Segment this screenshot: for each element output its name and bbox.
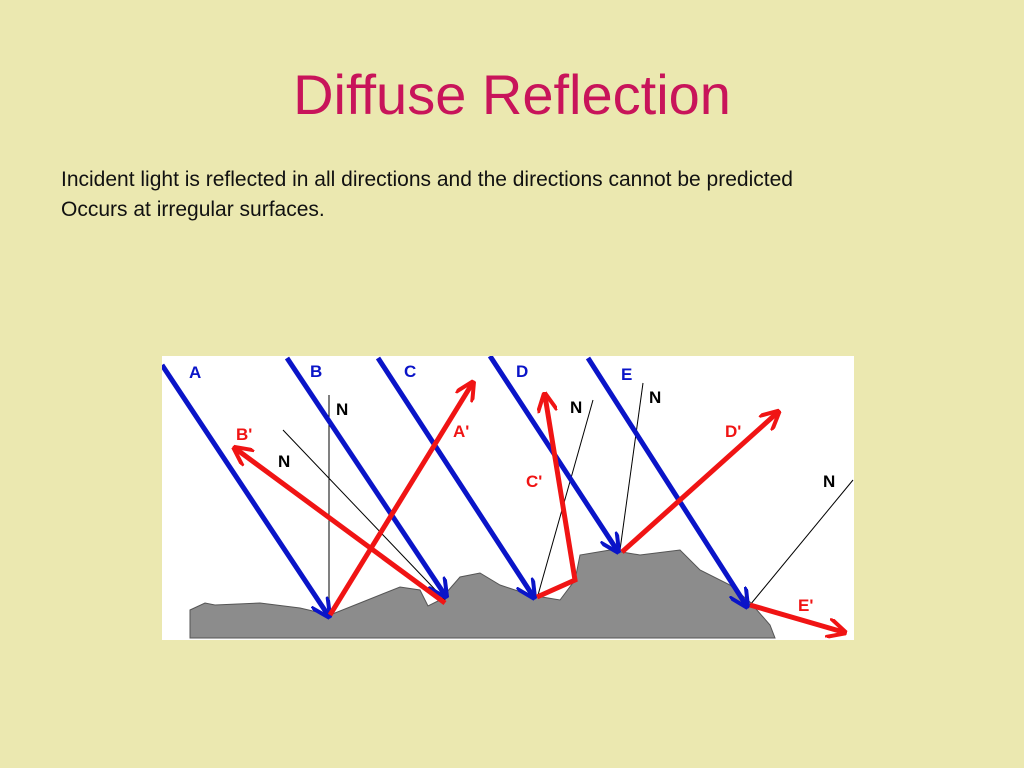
normal-line	[537, 399, 594, 596]
reflected-ray-a	[327, 384, 472, 617]
label-b: B	[310, 362, 322, 381]
label-a: A	[189, 363, 201, 382]
normal-line	[619, 382, 644, 551]
label-n: N	[823, 472, 835, 491]
irregular-surface	[189, 549, 776, 639]
label-b-prime: A'	[453, 422, 469, 441]
body-line-1: Incident light is reflected in all direc…	[61, 168, 793, 191]
label-d: D	[516, 362, 528, 381]
label-a-prime: B'	[236, 425, 252, 444]
label-e: E	[621, 365, 632, 384]
reflected-ray-b	[236, 449, 447, 606]
label-n: N	[278, 452, 290, 471]
incident-ray-c	[375, 356, 533, 596]
normal-lines	[282, 382, 854, 615]
incident-ray-e	[585, 356, 746, 605]
reflected-rays	[236, 384, 843, 632]
label-e-prime: E'	[798, 596, 813, 615]
normal-line	[749, 479, 854, 606]
label-n: N	[570, 398, 582, 417]
label-n: N	[649, 388, 661, 407]
reflected-ray-e	[749, 602, 843, 632]
body-line-2: Occurs at irregular surfaces.	[61, 198, 325, 221]
slide-title: Diffuse Reflection	[293, 63, 731, 126]
label-n: N	[336, 400, 348, 419]
diffuse-reflection-diagram: A B C D E N N N N N B' A' C' D' E'	[162, 356, 854, 640]
label-d-prime: D'	[725, 422, 741, 441]
incident-ray-a	[162, 363, 328, 615]
label-c: C	[404, 362, 416, 381]
label-c-prime: C'	[526, 472, 542, 491]
reflected-ray-d	[620, 413, 777, 554]
incident-ray-b	[284, 356, 445, 595]
reflected-ray-c	[537, 396, 578, 600]
normal-line	[282, 429, 446, 601]
